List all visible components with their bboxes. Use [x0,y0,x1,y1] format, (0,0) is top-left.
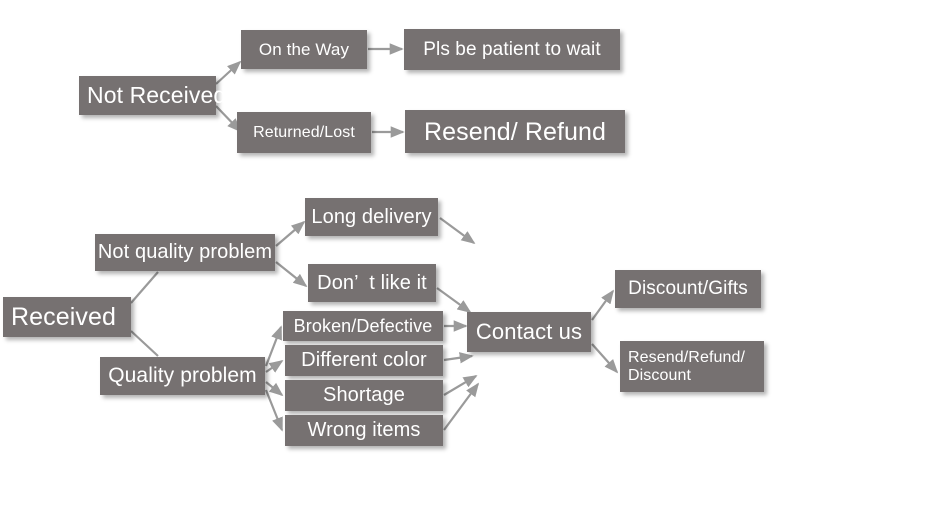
node-label-not_received: Not Received [87,81,227,108]
e-notqual-longdel [275,220,306,247]
e-dontlike-contact [436,287,472,314]
node-pls_wait[interactable]: Pls be patient to wait [404,29,620,70]
node-discount_gifts[interactable]: Discount/Gifts [615,270,761,308]
e-qual-shortage [265,381,284,397]
node-long_delivery[interactable]: Long delivery [305,198,438,236]
e-received-qual [130,330,159,357]
node-wrong_items[interactable]: Wrong items [285,415,443,446]
e-qual-broken [264,325,283,367]
node-returned_lost[interactable]: Returned/Lost [237,112,371,153]
node-dont_like[interactable]: Don’ t like it [308,264,436,302]
node-diff_color[interactable]: Different color [285,345,443,376]
node-label-on_the_way: On the Way [258,39,350,59]
e-wrongitems-contact [443,382,480,431]
node-not_quality[interactable]: Not quality problem [95,234,275,271]
node-contact_us[interactable]: Contact us [467,312,591,352]
node-on_the_way[interactable]: On the Way [241,30,367,69]
node-label-long_delivery: Long delivery [311,205,432,228]
node-resend_refund_disc[interactable]: Resend/Refund/ Discount [620,341,764,392]
node-not_received[interactable]: Not Received [79,76,226,115]
node-resend_refund[interactable]: Resend/ Refund [405,110,625,153]
node-shortage[interactable]: Shortage [285,380,443,411]
node-label-shortage: Shortage [323,384,405,407]
node-broken[interactable]: Broken/Defective [283,311,443,341]
node-label-pls_wait: Pls be patient to wait [423,38,601,60]
node-label-received: Received [11,303,117,331]
node-label-dont_like: Don’ t like it [317,271,427,294]
e-notqual-dontlike [275,261,308,288]
e-shortage-contact [443,375,478,396]
e-contact-discount [591,289,615,321]
node-quality[interactable]: Quality problem [100,357,265,395]
e-diffcolor-contact [443,352,474,364]
e-qual-diffcolor [265,360,284,373]
e-notrecv-ontheway [215,60,242,85]
node-label-resend_refund: Resend/ Refund [423,117,607,146]
e-received-notqual [130,271,159,304]
e-qual-wrongitems [264,389,284,432]
node-label-resend_refund_disc: Resend/Refund/ Discount [628,348,746,384]
node-label-discount_gifts: Discount/Gifts [628,278,748,300]
node-label-returned_lost: Returned/Lost [253,123,355,141]
node-received[interactable]: Received [3,297,131,337]
node-label-diff_color: Different color [301,349,427,372]
node-label-quality: Quality problem [108,364,257,388]
node-label-wrong_items: Wrong items [307,419,421,442]
e-longdel-contact [439,217,476,245]
e-contact-resend [591,343,619,374]
node-label-contact_us: Contact us [475,318,583,344]
node-label-broken: Broken/Defective [293,315,433,336]
node-label-not_quality: Not quality problem [97,241,273,264]
